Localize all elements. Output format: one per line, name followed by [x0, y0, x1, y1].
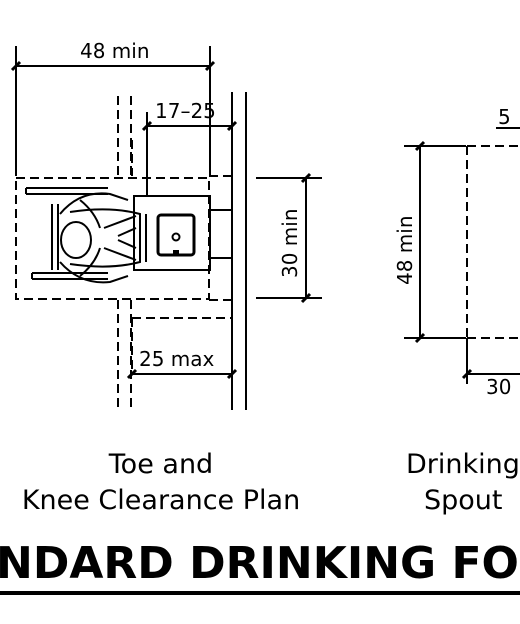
upper-clearance-lines — [117, 96, 232, 177]
right-caption-line1: Drinking — [406, 449, 520, 480]
drinking-spout-elevation: 48 min 5 30 — [393, 105, 520, 399]
plan-width-label: 48 min — [80, 39, 150, 63]
lower-clearance-lines — [117, 299, 232, 410]
left-caption-line2: Knee Clearance Plan — [22, 485, 300, 516]
spout-top-label: 5 — [498, 105, 511, 129]
toe-knee-clearance-plan: 48 min 17–25 — [10, 39, 322, 410]
right-caption-line2: Spout — [424, 485, 503, 516]
spout-bottom-label: 30 — [486, 375, 511, 399]
toe-depth-dimension: 17–25 — [141, 99, 238, 196]
knee-width-label: 30 min — [278, 208, 302, 278]
spout-depth-label: 48 min — [393, 215, 417, 285]
plan-width-dimension: 48 min — [10, 39, 216, 176]
wheelchair-user — [25, 187, 141, 284]
knee-depth-label: 25 max — [139, 347, 215, 371]
fountain-unit — [133, 195, 233, 271]
knee-width-dimension: 30 min — [256, 172, 322, 304]
knee-depth-dimension: 25 max — [126, 347, 238, 380]
wall — [231, 92, 247, 410]
page-title: NDARD DRINKING FOU — [0, 538, 520, 589]
toe-depth-label: 17–25 — [155, 99, 216, 123]
left-caption-line1: Toe and — [108, 449, 213, 480]
